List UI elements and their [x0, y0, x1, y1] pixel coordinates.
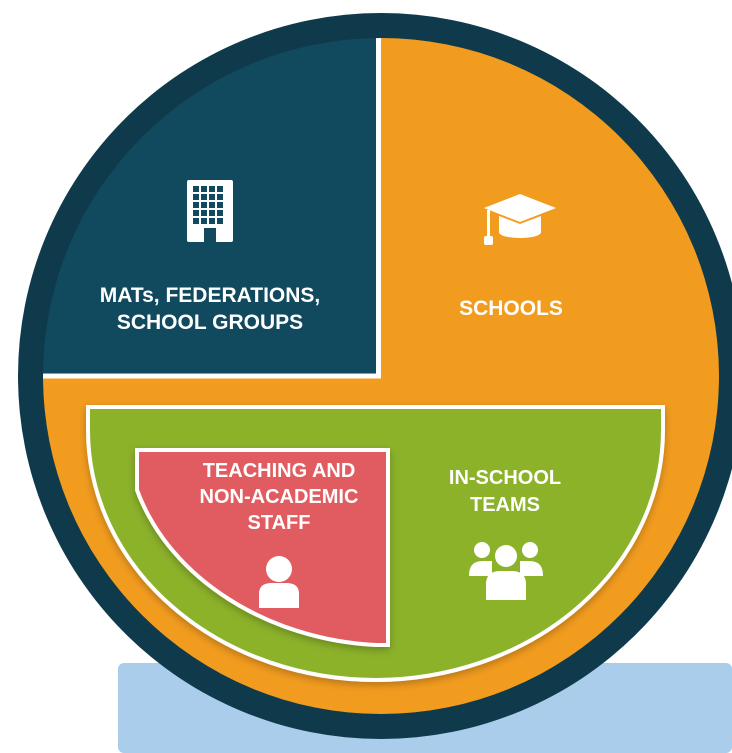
person-icon: [259, 556, 299, 608]
graduation-cap-icon: [484, 194, 556, 245]
schools-label: SCHOOLS: [459, 297, 563, 320]
building-icon: [187, 180, 233, 242]
staff-label-line2: NON-ACADEMIC: [200, 486, 359, 508]
teams-label-line2: TEAMS: [470, 494, 540, 516]
teams-label-line1: IN-SCHOOL: [449, 467, 561, 489]
staff-label-line1: TEACHING AND: [203, 460, 356, 482]
mats-label-line2: SCHOOL GROUPS: [117, 311, 303, 334]
staff-label-line3: STAFF: [248, 512, 311, 534]
mats-label-line1: MATs, FEDERATIONS,: [100, 284, 321, 307]
group-icon: [469, 542, 543, 600]
staff-segment: [135, 448, 390, 647]
